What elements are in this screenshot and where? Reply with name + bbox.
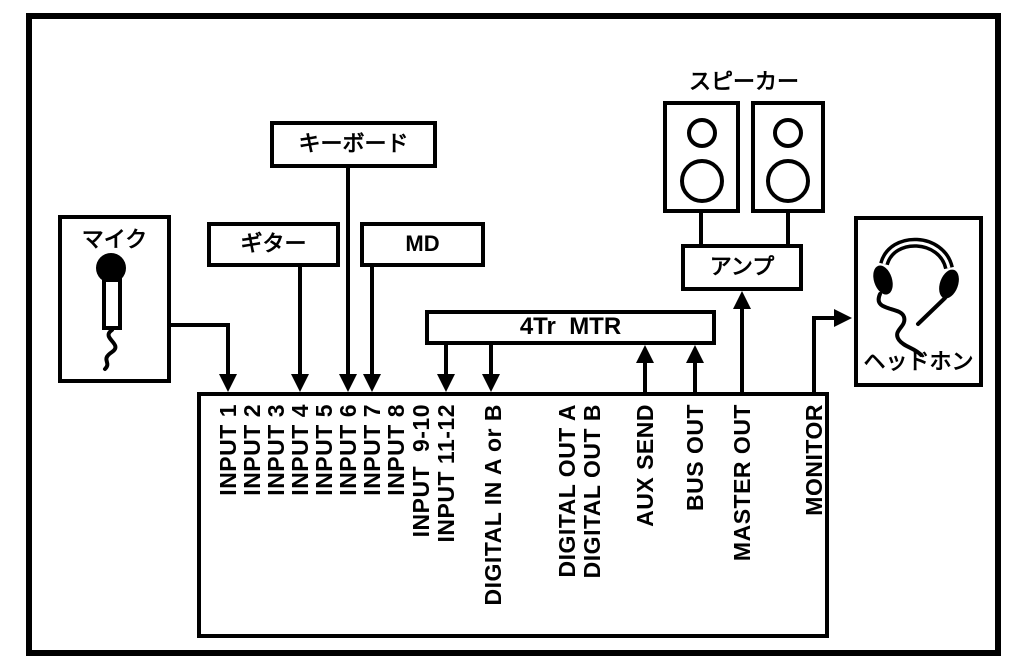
arrow-up-auxsend xyxy=(636,345,654,363)
headphones-icon xyxy=(873,237,959,357)
speaker-cone-large-icon xyxy=(766,159,810,203)
speaker-cone-small-icon xyxy=(686,118,717,148)
monitor-to-headphones-line xyxy=(812,316,836,392)
port-digital-out-b: DIGITAL OUT B xyxy=(579,404,605,579)
headphones-label: ヘッドホン xyxy=(863,348,974,374)
port-input-9-10: INPUT 9-10 xyxy=(408,404,434,538)
arrowheads xyxy=(219,291,852,392)
port-aux-send: AUX SEND xyxy=(632,404,658,527)
port-bus-out: BUS OUT xyxy=(682,404,708,511)
mtr-label: 4Tr MTR xyxy=(519,313,622,341)
port-input-7: INPUT 7 xyxy=(359,404,385,496)
mic-to-input1-line xyxy=(171,323,230,374)
amp-box: アンプ xyxy=(681,244,803,291)
md-box: MD xyxy=(360,222,485,267)
amp-label: アンプ xyxy=(709,254,775,280)
speaker-right-box xyxy=(751,101,825,213)
port-input-5: INPUT 5 xyxy=(311,404,337,496)
port-input-8: INPUT 8 xyxy=(383,404,409,496)
guitar-label: ギター xyxy=(240,231,307,257)
port-digital-out-a: DIGITAL OUT A xyxy=(554,404,580,578)
speaker-left-box xyxy=(663,101,740,213)
speakers-label: スピーカー xyxy=(688,69,799,94)
md-label: MD xyxy=(405,231,440,257)
speaker-cone-small-icon xyxy=(773,118,803,148)
port-master-out: MASTER OUT xyxy=(729,404,755,562)
keyboard-label: キーボード xyxy=(298,131,409,157)
mic-box: マイク xyxy=(58,215,171,383)
speaker-cone-large-icon xyxy=(679,159,724,203)
mtr-box: 4Tr MTR xyxy=(425,310,716,345)
arrow-up-masterout xyxy=(733,291,751,309)
arrow-down-input1 xyxy=(219,374,237,392)
port-input-2: INPUT 2 xyxy=(239,404,265,496)
guitar-box: ギター xyxy=(207,222,340,267)
mixer-box xyxy=(197,392,829,638)
headphones-box: ヘッドホン xyxy=(854,216,983,387)
arrow-down-input7 xyxy=(363,374,381,392)
arrow-right-monitor xyxy=(834,309,852,327)
arrow-down-input1112 xyxy=(437,374,455,392)
port-monitor: MONITOR xyxy=(801,404,827,516)
arrow-down-digitalin xyxy=(482,374,500,392)
port-input-4: INPUT 4 xyxy=(287,404,313,496)
port-input-1: INPUT 1 xyxy=(215,404,241,496)
connector-lines xyxy=(171,168,836,392)
keyboard-box: キーボード xyxy=(270,121,437,168)
arrow-up-busout xyxy=(686,345,704,363)
port-digital-in: DIGITAL IN A or B xyxy=(480,404,506,606)
port-input-3: INPUT 3 xyxy=(263,404,289,496)
port-input-11-12: INPUT 11-12 xyxy=(433,404,459,543)
mic-label: マイク xyxy=(81,227,148,252)
arrow-down-input6 xyxy=(339,374,357,392)
arrow-down-input4 xyxy=(291,374,309,392)
outer-frame xyxy=(26,13,1001,656)
microphone-icon xyxy=(96,253,126,371)
port-input-6: INPUT 6 xyxy=(335,404,361,496)
